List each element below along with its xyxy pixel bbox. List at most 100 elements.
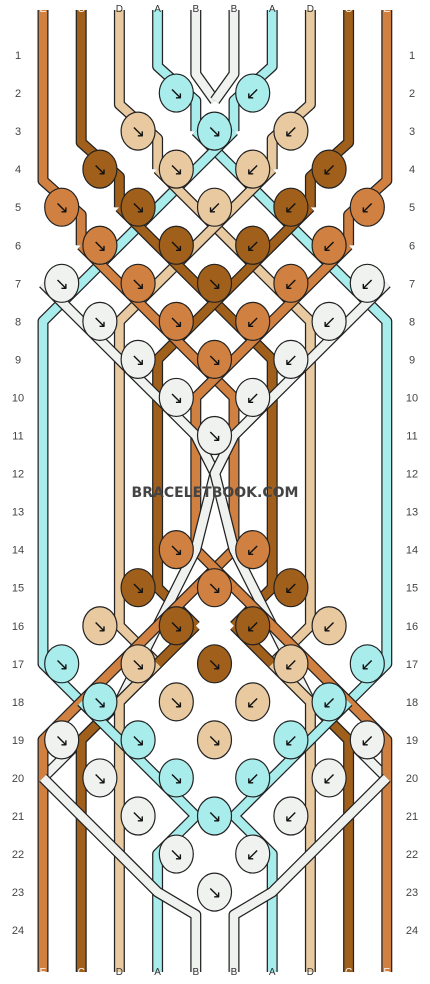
knot-shape (196, 720, 233, 760)
row-number-right: 21 (406, 811, 418, 823)
knot-arrow-icon: ↘ (131, 122, 145, 142)
knot: ↙ (235, 682, 271, 722)
knot: ↙ (235, 73, 271, 113)
knot-shape (349, 720, 385, 760)
string-label-top: C (345, 4, 352, 15)
knot: ↘ (196, 720, 233, 760)
knot: ↘ (158, 149, 194, 189)
knot-shape (44, 187, 80, 227)
knot-arrow-icon: ↙ (322, 236, 336, 256)
knot: ↘ (196, 796, 233, 836)
knot: ↙ (349, 263, 385, 303)
knot-shape (235, 149, 271, 189)
knot-arrow-icon: ↘ (207, 883, 221, 903)
knot-arrow-icon: ↘ (169, 312, 183, 332)
strand-A (153, 10, 201, 132)
knot: ↙ (311, 606, 347, 646)
knot: ↘ (82, 225, 118, 265)
knot-shape (158, 149, 194, 189)
knot-arrow-icon: ↙ (322, 160, 336, 180)
string-label-bottom: C (345, 967, 352, 978)
knot-shape (349, 187, 385, 227)
row-number-left: 9 (15, 354, 21, 366)
row-number-left: 12 (12, 469, 24, 481)
knot-arrow-icon: ↘ (207, 350, 221, 370)
knot-shape (82, 758, 118, 798)
string-label-top: D (116, 4, 123, 15)
strand-C (153, 204, 314, 629)
knot-shape (158, 73, 194, 113)
row-number-left: 22 (12, 849, 24, 861)
knot-arrow-icon: ↘ (131, 655, 145, 675)
string-label-bottom: B (192, 967, 199, 978)
row-number-left: 13 (12, 507, 24, 519)
knot: ↙ (235, 834, 271, 874)
knot-shape (120, 187, 156, 227)
string-label-top: A (269, 4, 276, 15)
string-label-top: A (154, 4, 161, 15)
knot: ↘ (82, 149, 118, 189)
row-number-right: 4 (409, 164, 415, 176)
knot-shape (311, 758, 347, 798)
knot: ↘ (44, 263, 80, 303)
knot: ↙ (311, 758, 347, 798)
knot: ↙ (273, 568, 309, 608)
row-number-left: 10 (12, 392, 24, 404)
knot-arrow-icon: ↙ (207, 198, 221, 218)
knot-arrow-icon: ↘ (93, 160, 107, 180)
knot: ↘ (120, 263, 156, 303)
knot: ↙ (235, 606, 271, 646)
knot-arrow-icon: ↘ (93, 236, 107, 256)
knot-arrow-icon: ↙ (246, 769, 260, 789)
knot-shape (158, 758, 194, 798)
knot-shape (273, 796, 309, 836)
knot-arrow-icon: ↘ (169, 845, 183, 865)
knot-arrow-icon: ↘ (207, 122, 221, 142)
knot-arrow-icon: ↙ (246, 236, 260, 256)
row-number-left: 20 (12, 773, 24, 785)
knot-arrow-icon: ↙ (246, 160, 260, 180)
knot-shape (235, 73, 271, 113)
knot-shape (196, 415, 233, 456)
knot-shape (196, 568, 233, 608)
knot-arrow-icon: ↙ (284, 274, 298, 294)
knot-shape (273, 339, 309, 379)
row-number-right: 18 (406, 697, 418, 709)
knot: ↘ (158, 758, 194, 798)
knot-shape (235, 758, 271, 798)
string-label-top: E (40, 4, 47, 15)
knot-shape (311, 301, 347, 341)
knot-shape (273, 263, 309, 303)
knot: ↙ (235, 225, 271, 265)
row-number-right: 20 (406, 773, 418, 785)
row-number-right: 12 (406, 469, 418, 481)
string-label-bottom: C (78, 967, 85, 978)
knot: ↘ (44, 644, 80, 684)
knot-arrow-icon: ↙ (284, 122, 298, 142)
knot-arrow-icon: ↘ (169, 617, 183, 637)
knot-arrow-icon: ↘ (207, 274, 221, 294)
knot: ↘ (158, 225, 194, 265)
knot-arrow-icon: ↙ (360, 274, 374, 294)
knot-shape (235, 606, 271, 646)
row-number-left: 11 (12, 431, 23, 443)
row-number-right: 10 (406, 392, 418, 404)
knot-shape (273, 111, 309, 151)
knot-arrow-icon: ↘ (131, 274, 145, 294)
row-number-right: 11 (406, 431, 417, 443)
knot: ↙ (311, 225, 347, 265)
strand-D (154, 166, 315, 667)
knot-arrow-icon: ↙ (322, 312, 336, 332)
knot-arrow-icon: ↘ (207, 655, 221, 675)
knot-shape (311, 225, 347, 265)
knot-shape (44, 644, 80, 684)
knot-arrow-icon: ↘ (55, 198, 69, 218)
row-number-left: 6 (15, 240, 21, 252)
knot-shape (196, 872, 233, 912)
knot-shape (158, 606, 194, 646)
knot-shape (82, 606, 118, 646)
knot-arrow-icon: ↘ (55, 731, 69, 751)
knot: ↙ (349, 187, 385, 227)
row-number-right: 5 (409, 202, 415, 214)
knot-shape (44, 720, 80, 760)
